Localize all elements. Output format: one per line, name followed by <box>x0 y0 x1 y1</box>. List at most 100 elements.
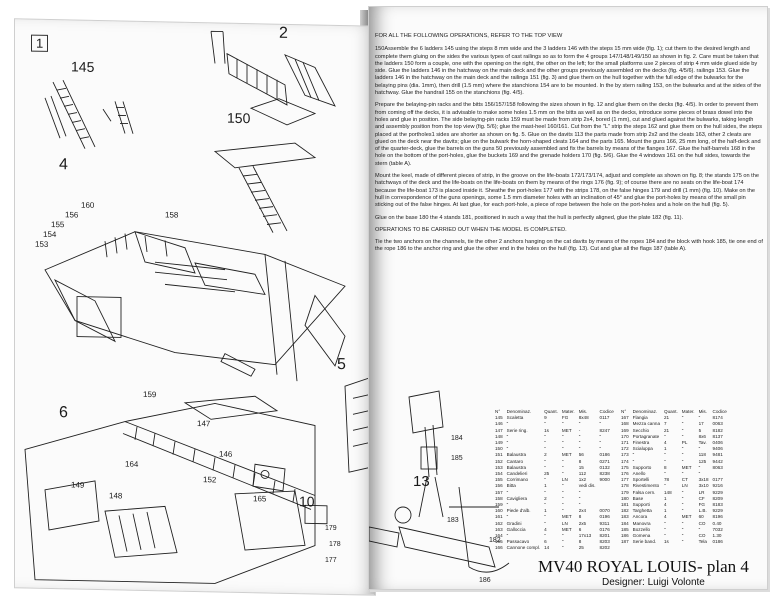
parts-table-cell: 169 <box>621 427 629 433</box>
parts-table-cell: " <box>561 539 564 545</box>
parts-table-header-cell: N° <box>621 409 627 414</box>
parts-table-cell: 3x18 <box>698 477 709 483</box>
left-page: 1 145 2 150 4 160 156 155 154 153 158 5 … <box>14 18 376 596</box>
figure-number-10: 10 <box>299 493 315 510</box>
parts-table-row: 159"""" <box>493 502 616 508</box>
parts-table-cell: 156 <box>495 483 503 489</box>
parts-table-cell: 8 <box>578 539 582 545</box>
parts-table-cell: 184 <box>621 520 629 526</box>
parts-table-cell: 118 <box>698 452 706 458</box>
parts-table-cell: " <box>561 495 564 501</box>
part-label-164: 164 <box>125 459 139 469</box>
parts-table-cell: 4 <box>544 526 547 532</box>
parts-table-cell: 9481 <box>712 452 723 458</box>
parts-table-cell: 168 <box>621 421 629 427</box>
parts-table-cell: 183 <box>621 514 629 520</box>
parts-table-cell: " <box>506 433 509 439</box>
parts-table-cell: 8203 <box>599 539 610 545</box>
part-label-155: 155 <box>51 219 65 230</box>
parts-table-cell: 159 <box>495 502 503 508</box>
instructions-heading: FOR ALL THE FOLLOWING OPERATIONS, REFER … <box>375 33 563 39</box>
part-label-185: 185 <box>451 455 463 462</box>
parts-table-cell: " <box>681 539 684 545</box>
parts-table-cell: 171 <box>621 440 629 446</box>
part-label-179: 179 <box>325 525 337 532</box>
parts-table-cell: 17 <box>698 421 704 427</box>
parts-table-cell: 170 <box>621 433 629 439</box>
parts-table-cell: " <box>681 452 684 458</box>
part-label-150: 150 <box>227 109 251 127</box>
parts-table-cell: 0.40 <box>712 520 722 526</box>
parts-table-cell: " <box>506 533 509 539</box>
parts-table-cell: " <box>561 533 564 539</box>
parts-table-cell: 8x48 <box>578 415 589 421</box>
parts-table-cell: " <box>698 526 701 532</box>
figure-number-6: 6 <box>59 404 68 422</box>
assembly-drawings-left <box>24 30 374 584</box>
parts-table-cell: Ancora <box>632 514 648 520</box>
parts-table-cell: 9229 <box>712 508 723 514</box>
parts-table-cell: 8 <box>578 458 582 464</box>
parts-table-cell: 56 <box>578 452 584 458</box>
part-label-158: 158 <box>165 210 179 220</box>
parts-table-cell: " <box>544 489 546 495</box>
figure-number-1: 1 <box>31 34 49 52</box>
parts-table-cell: " <box>698 471 701 477</box>
parts-table-cell: " <box>561 433 564 439</box>
parts-table-cell: " <box>561 483 564 489</box>
parts-table-cell: " <box>561 471 564 477</box>
parts-table-header-cell: Denominaz. <box>632 409 658 414</box>
parts-table-cell: " <box>681 508 684 514</box>
parts-table-cell: 148 <box>495 433 503 439</box>
part-label-147: 147 <box>197 419 211 429</box>
parts-table-cell: 2x5 <box>578 520 587 526</box>
parts-table-cell: 14 <box>544 545 550 551</box>
parts-table-cell: 160 <box>495 508 503 514</box>
parts-table-cell: 1s <box>544 427 549 433</box>
designer-credit: Designer: Luigi Volonte <box>602 577 705 588</box>
parts-table-cell: Balaustra <box>506 464 527 470</box>
parts-table-cell: 78 <box>664 477 670 483</box>
parts-table-cell: 165 <box>495 539 503 545</box>
parts-table-cell: 8183 <box>712 502 723 508</box>
parts-table-cell: Scialuppa <box>632 446 653 452</box>
parts-table-cell: Supporti <box>632 502 650 508</box>
parts-table-cell: Anello <box>632 471 646 477</box>
parts-table-cell: 176 <box>621 471 629 477</box>
parts-table-cell: 8 <box>578 514 582 520</box>
parts-table-cell: 157 <box>495 489 503 495</box>
parts-table-header-cell: Mater. <box>561 409 575 414</box>
parts-table-cell: 8x6 <box>698 433 706 439</box>
parts-table-cell: Galloccia <box>506 526 526 532</box>
instruction-subheading: OPERATIONS TO BE CARRIED OUT WHEN THE MO… <box>375 226 567 233</box>
parts-table-cell: " <box>599 446 602 452</box>
parts-table-cell: LN <box>561 477 568 483</box>
parts-table-cell: " <box>578 489 581 495</box>
parts-table-cell: 179 <box>621 489 629 495</box>
parts-table-cell: " <box>544 520 546 526</box>
parts-table-cell: 178 <box>621 483 629 489</box>
parts-table-cell: Flangia <box>632 415 648 421</box>
parts-table-cell: CO <box>698 533 706 539</box>
parts-table-cell: 167 <box>621 415 629 421</box>
parts-table-cell: " <box>506 489 509 495</box>
parts-table-header-cell: Codice <box>599 409 614 414</box>
parts-table-cell: " <box>664 520 666 526</box>
parts-table-cell: LR <box>698 489 705 495</box>
parts-table-cell: 15 <box>578 464 584 470</box>
parts-table-cell: 0271 <box>599 458 610 464</box>
parts-table-cell: " <box>578 421 581 427</box>
parts-table-cell: CT <box>681 477 688 483</box>
part-label-186: 186 <box>479 577 491 584</box>
